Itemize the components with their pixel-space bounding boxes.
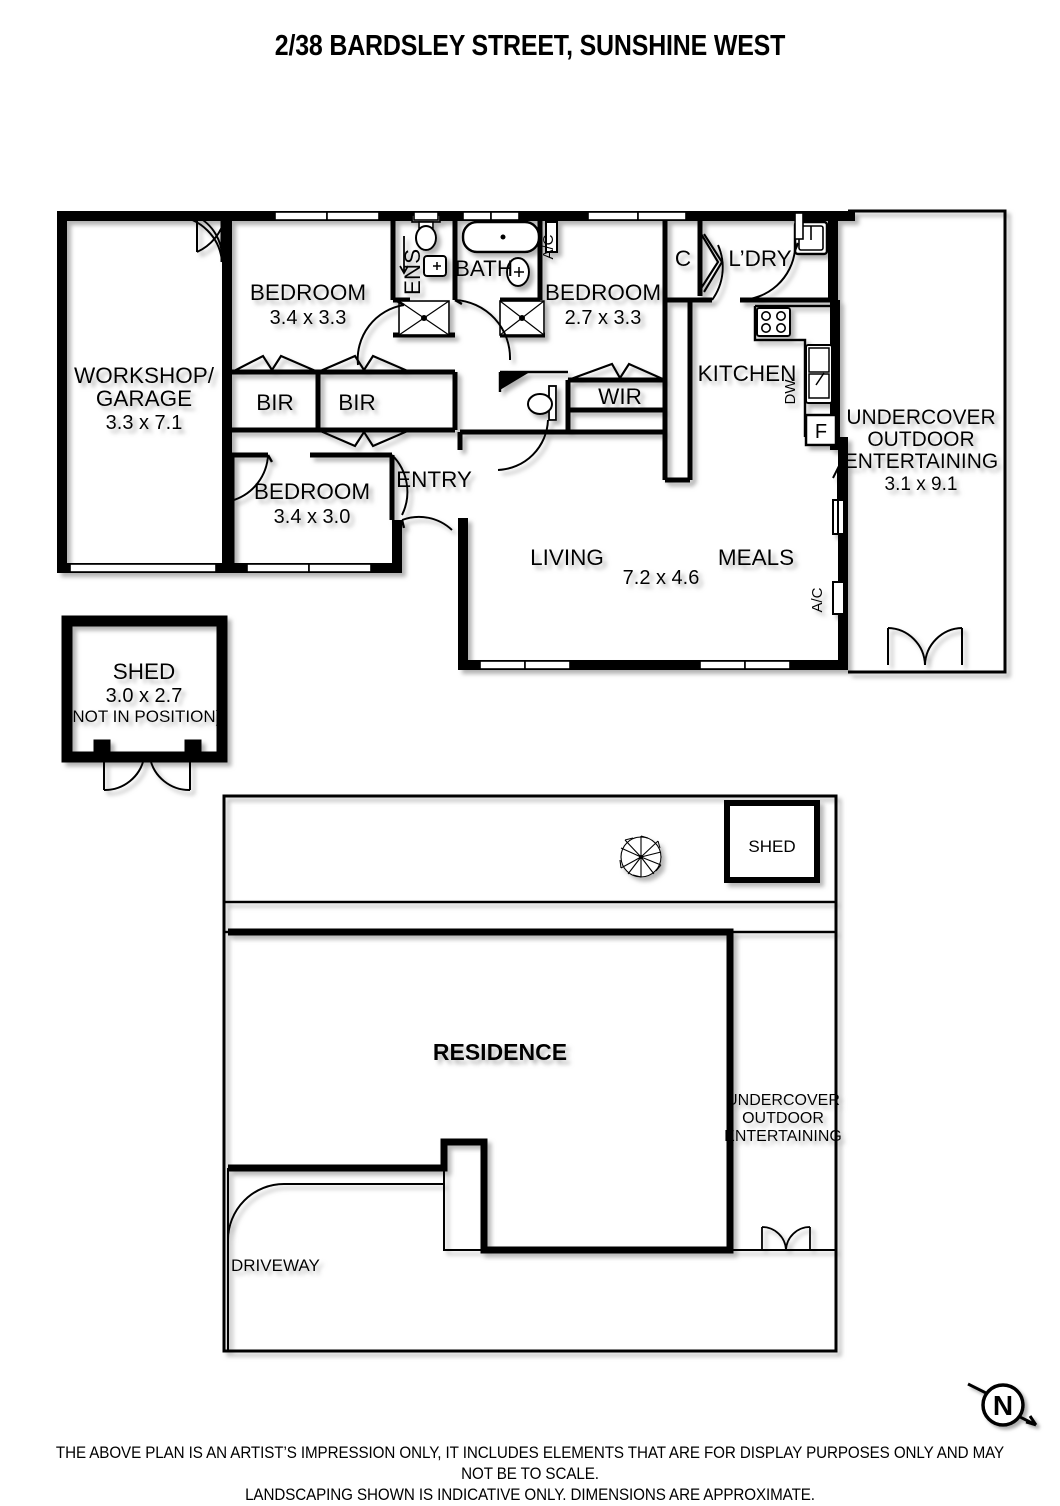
site-label-undercover-3: ENTERTAINING xyxy=(724,1128,842,1145)
room-label-undercover-2: OUTDOOR xyxy=(867,428,974,451)
page-title: 2/38 BARDSLEY STREET, SUNSHINE WEST xyxy=(274,30,786,62)
room-dim-workshop-garage: 3.3 x 7.1 xyxy=(106,412,183,434)
room-dim-bedroom-1: 3.4 x 3.3 xyxy=(270,307,347,329)
label-wir: WIR xyxy=(598,384,642,409)
site-label-driveway: DRIVEWAY xyxy=(231,1256,320,1275)
disclaimer-line-1: THE ABOVE PLAN IS AN ARTIST’S IMPRESSION… xyxy=(55,1444,1005,1483)
label-laundry: L’DRY xyxy=(728,246,791,271)
label-entry: ENTRY xyxy=(396,467,472,492)
disclaimer-footer: THE ABOVE PLAN IS AN ARTIST’S IMPRESSION… xyxy=(0,1443,1060,1506)
room-label-shed: SHED xyxy=(113,659,176,684)
room-label-bedroom-1: BEDROOM xyxy=(250,280,366,305)
label-bir-left: BIR xyxy=(256,390,294,415)
label-bir-right: BIR xyxy=(338,390,376,415)
site-label-undercover-2: OUTDOOR xyxy=(742,1110,824,1127)
main-floorplan: WORKSHOP/ GARAGE 3.3 x 7.1 BEDROOM 3.4 x… xyxy=(57,209,1007,792)
site-label-undercover-1: UNDERCOVER xyxy=(726,1092,840,1109)
room-note-shed: (NOT IN POSITION) xyxy=(67,707,222,726)
label-dishwasher: DW xyxy=(782,379,799,405)
site-label-shed: SHED xyxy=(748,837,795,856)
label-kitchen: KITCHEN xyxy=(698,361,797,386)
label-cupboard: C xyxy=(675,246,691,271)
room-label-workshop-garage: WORKSHOP/ xyxy=(74,363,215,388)
room-dim-living-meals: 7.2 x 4.6 xyxy=(623,567,700,589)
room-label-bedroom-3: BEDROOM xyxy=(545,280,661,305)
room-dim-shed: 3.0 x 2.7 xyxy=(106,685,183,707)
label-ac-bath: A/C xyxy=(540,234,557,259)
room-label-undercover-3: ENTERTAINING xyxy=(844,450,998,473)
room-label-undercover-1: UNDERCOVER xyxy=(846,406,995,429)
label-bath: BATH xyxy=(455,256,513,281)
compass-label: N xyxy=(993,1390,1013,1421)
label-fridge: F xyxy=(815,421,827,443)
room-label-bedroom-2: BEDROOM xyxy=(254,479,370,504)
room-label-living: LIVING xyxy=(530,545,604,570)
room-dim-undercover: 3.1 x 9.1 xyxy=(885,474,958,495)
site-label-residence: RESIDENCE xyxy=(433,1039,567,1065)
compass-north: N xyxy=(967,1382,1038,1427)
label-ens: ENS xyxy=(400,249,425,295)
disclaimer-line-2: LANDSCAPING SHOWN IS INDICATIVE ONLY. DI… xyxy=(245,1486,815,1504)
room-label-meals: MEALS xyxy=(718,545,794,570)
room-dim-bedroom-2: 3.4 x 3.0 xyxy=(274,506,351,528)
label-ac-meals: A/C xyxy=(809,587,826,612)
room-label-workshop-garage-2: GARAGE xyxy=(96,386,192,411)
room-dim-bedroom-3: 2.7 x 3.3 xyxy=(565,307,642,329)
site-plan: RESIDENCE SHED UNDERCOVER OUTDOOR ENTERT… xyxy=(222,794,842,1353)
